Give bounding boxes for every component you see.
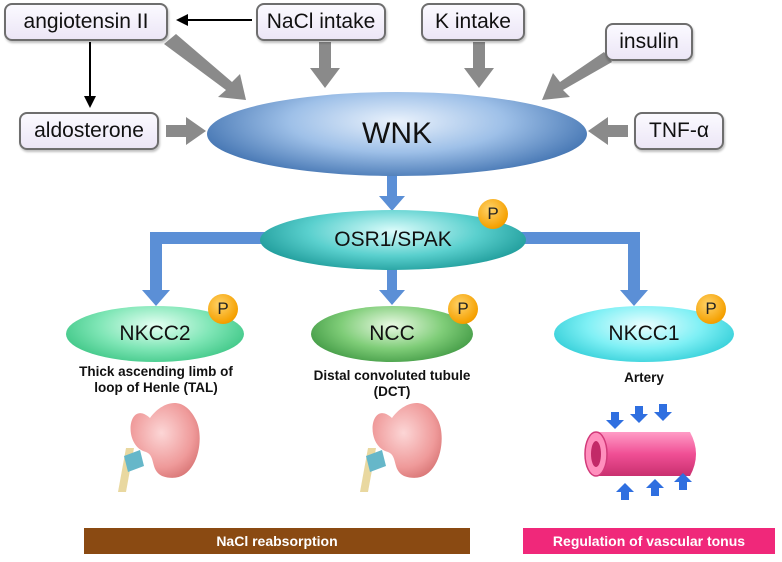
wnk-label: WNK — [362, 117, 432, 150]
kidney-tal — [118, 403, 200, 492]
wnk-oval: WNK — [207, 92, 587, 176]
arrow-angiotensin-to-wnk — [164, 34, 246, 100]
artery-vessel — [584, 431, 696, 477]
k-intake-box: K intake — [421, 3, 525, 41]
tnf-alpha-box: TNF-α — [634, 112, 724, 150]
arrow-osr1-to-ncc — [379, 262, 405, 305]
pressure-arrows — [606, 404, 692, 500]
nkcc1-location: Artery — [624, 370, 664, 385]
ncc-label: NCC — [369, 322, 415, 345]
arrow-nacl-to-wnk — [310, 42, 340, 88]
nkcc1-phospho-badge: P — [696, 294, 726, 324]
insulin-box: insulin — [605, 23, 693, 61]
arrow-wnk-to-osr1 — [379, 174, 405, 211]
ncc-location: Distal convoluted tubule (DCT) — [313, 368, 471, 399]
nkcc2-label: NKCC2 — [119, 322, 191, 345]
ncc-phospho-badge: P — [448, 294, 478, 324]
blue-arrows — [142, 174, 648, 306]
vascular-tonus-label: Regulation of vascular tonus — [552, 533, 746, 549]
nkcc2-phospho-badge: P — [208, 294, 238, 324]
arrow-insulin-to-wnk — [542, 52, 612, 100]
arrow-aldosterone-to-wnk — [166, 117, 206, 145]
nacl-reabsorption-bar: NaCl reabsorption — [84, 528, 470, 554]
aldosterone-box: aldosterone — [19, 112, 159, 150]
kidney-dct — [360, 403, 442, 492]
arrow-tnf-to-wnk — [588, 117, 628, 145]
black-arrows — [84, 14, 252, 108]
nkcc1-oval: NKCC1 — [554, 306, 734, 362]
angiotensin-ii-box: angiotensin II — [4, 3, 168, 41]
nkcc1-label: NKCC1 — [608, 322, 680, 345]
gray-arrows — [164, 34, 628, 145]
vascular-tonus-bar: Regulation of vascular tonus — [523, 528, 775, 554]
arrow-osr1-to-nkcc2 — [142, 232, 266, 306]
arrow-osr1-to-nkcc1 — [518, 232, 648, 306]
arrow-k-to-wnk — [464, 42, 494, 88]
osr1-phospho-badge: P — [478, 199, 508, 229]
nacl-intake-box: NaCl intake — [256, 3, 386, 41]
nacl-reabsorption-label: NaCl reabsorption — [216, 533, 338, 549]
nkcc2-location: Thick ascending limb of loop of Henle (T… — [79, 364, 233, 395]
ncc-oval: NCC — [311, 306, 473, 362]
osr1-spak-label: OSR1/SPAK — [334, 228, 452, 251]
